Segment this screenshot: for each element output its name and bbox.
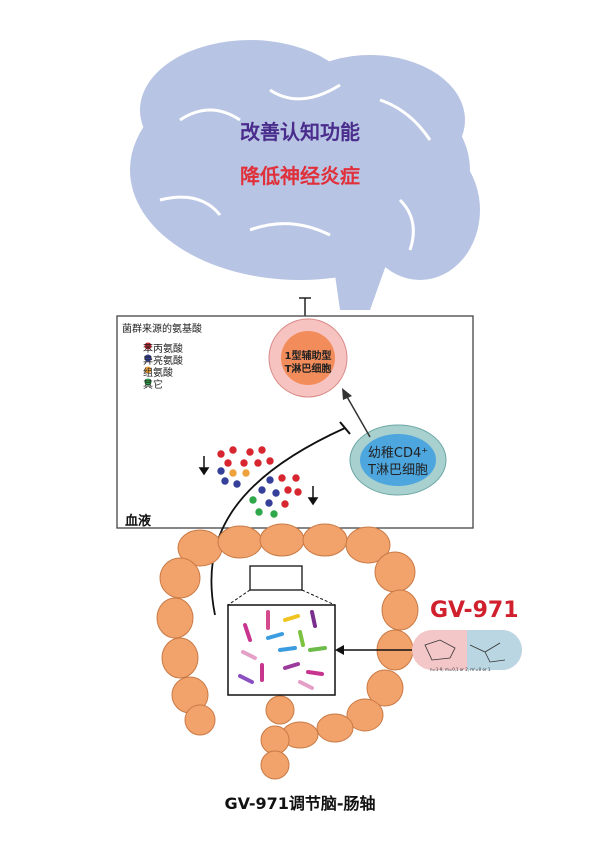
blood-label: 血液 <box>125 514 152 529</box>
legend-dot-phe <box>144 342 152 350</box>
legend-title: 菌群来源的氨基酸 <box>122 324 202 335</box>
colon <box>156 523 419 780</box>
brain-shape <box>130 40 480 310</box>
th1-label-line2: T淋巴细胞 <box>284 364 332 375</box>
decrease-arrows <box>198 456 319 506</box>
legend-dot-ile <box>144 354 152 362</box>
gv971-structure <box>412 630 522 670</box>
legend-label-ile: 异亮氨酸 <box>143 356 183 367</box>
naive-label-line1: 幼稚CD4⁺ <box>367 446 429 461</box>
figure-caption: GV-971调节脑-肠轴 <box>224 794 376 813</box>
bacteria <box>238 610 327 690</box>
amino-acid-dots <box>217 446 302 518</box>
th1-label-line1: 1型辅助型 <box>284 351 332 362</box>
brain-folds <box>159 83 432 251</box>
brain-text-cognition: 改善认知功能 <box>240 120 360 144</box>
legend-dot-other <box>144 378 152 386</box>
naive-label-line2: T淋巴细胞 <box>368 463 428 478</box>
legend-label-other: 其它 <box>143 380 163 391</box>
zoom-region <box>249 565 303 591</box>
inhibit-curve <box>210 427 346 616</box>
differentiation-arrow <box>345 394 371 438</box>
th1-cell-label: 1型辅助型 T淋巴细胞 <box>270 350 346 376</box>
legend-label-his: 组氨酸 <box>143 368 173 379</box>
legend-label-phe: 苯丙氨酸 <box>143 344 183 355</box>
drug-name: GV-971 <box>430 598 519 623</box>
brain-text-neuroinflammation: 降低神经炎症 <box>240 164 360 188</box>
legend-dot-his <box>144 366 152 374</box>
naive-cell-label: 幼稚CD4⁺ T淋巴细胞 <box>353 445 443 479</box>
structure-note: n=1-9, m=0,1 or 2, m'=0 or 1 <box>430 667 491 672</box>
